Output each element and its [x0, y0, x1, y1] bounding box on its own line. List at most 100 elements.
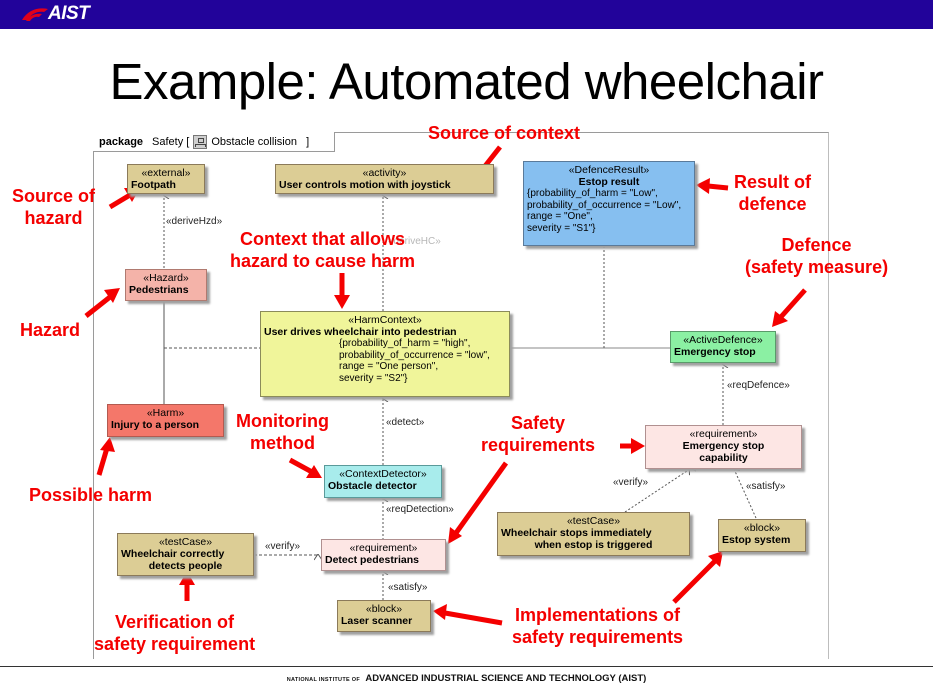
annotation-line: Defence [781, 235, 852, 255]
footer-org: ADVANCED INDUSTRIAL SCIENCE AND TECHNOLO… [365, 673, 647, 684]
block-name: Injury to a person [111, 419, 200, 431]
satisfy-right-connector [734, 469, 757, 519]
annotation-line: safety requirements [512, 627, 684, 647]
annotation-source-of-context: Source of context [428, 123, 581, 143]
stereotype: «Harm» [146, 407, 185, 419]
label-req-detection: «reqDetection» [386, 504, 454, 515]
annotation-line: requirements [481, 435, 596, 455]
stereotype: «Hazard» [143, 272, 189, 284]
diagram-frame-header: package Safety [ Obstacle collision ] [93, 132, 335, 152]
annotation-source-of-hazard: Source of hazard [12, 185, 95, 229]
block-properties: {probability_of_harm = "high", probabili… [264, 338, 506, 384]
property: {probability_of_harm = "Low", [527, 188, 658, 199]
annotation-line: safety requirement [94, 634, 256, 654]
open-bracket: [ [186, 135, 190, 148]
property: probability_of_occurrence = "Low", [527, 199, 682, 211]
block-footpath[interactable]: «external» Footpath [127, 164, 205, 194]
annotation-result-of-defence: Result of defence [734, 171, 811, 215]
arrow-source-of-hazard [108, 192, 132, 210]
block-name: User drives wheelchair into pedestrian [264, 326, 457, 338]
stereotype: «block» [743, 522, 781, 534]
label-detect: «detect» [386, 417, 425, 428]
block-emergency-stop[interactable]: «ActiveDefence» Emergency stop [670, 331, 776, 363]
package-name: Safety [152, 135, 184, 148]
annotation-safety-requirements: Safety requirements [481, 412, 595, 456]
property: severity = "S2"} [339, 372, 408, 384]
block-name: User controls motion with joystick [279, 179, 451, 191]
property: probability_of_occurrence = "low", [339, 349, 490, 361]
annotation-line: defence [738, 194, 807, 214]
annotation-line: Implementations of [515, 605, 681, 625]
block-name: Pedestrians [129, 284, 189, 296]
annotation-possible-harm: Possible harm [29, 485, 153, 505]
stereotype: «DefenceResult» [568, 164, 650, 176]
stereotype: «requirement» [689, 428, 758, 440]
annotation-hazard: Hazard [20, 320, 81, 340]
annotation-line: (safety measure) [745, 257, 889, 277]
block-injury[interactable]: «Harm» Injury to a person [107, 404, 224, 437]
annotation-line: Monitoring [236, 411, 329, 431]
arrow-hazard [84, 295, 112, 318]
stereotype: «ActiveDefence» [683, 334, 763, 346]
block-name-line1: Wheelchair correctly [121, 548, 225, 560]
annotation-context-harm: Context that allows hazard to cause harm [230, 228, 415, 272]
block-harm-context[interactable]: «HarmContext» User drives wheelchair int… [260, 311, 510, 397]
arrow-defence [778, 288, 807, 320]
block-test-estop[interactable]: «testCase» Wheelchair stops immediately … [497, 512, 690, 556]
block-estop-result[interactable]: «DefenceResult» Estop result {probabilit… [523, 161, 695, 246]
block-detect-pedestrians[interactable]: «requirement» Detect pedestrians [321, 539, 446, 571]
footer-prefix: NATIONAL INSTITUTE OF [286, 677, 361, 683]
stereotype: «testCase» [158, 536, 213, 548]
arrow-monitoring [288, 457, 314, 475]
stereotype: «testCase» [566, 515, 621, 527]
logo-text: AIST [48, 3, 90, 24]
close-bracket: ] [306, 135, 310, 148]
footer: NATIONAL INSTITUTE OF ADVANCED INDUSTRIA… [0, 673, 933, 684]
property: range = "One person", [339, 361, 439, 372]
block-user-controls-joystick[interactable]: «activity» User controls motion with joy… [275, 164, 494, 194]
stereotype: «requirement» [349, 542, 418, 554]
annotation-line: Verification of [115, 612, 235, 632]
annotation-defence: Defence (safety measure) [745, 234, 888, 278]
property: {probability_of_harm = "high", [339, 338, 471, 349]
annotation-line: Source of [12, 186, 96, 206]
block-name: Estop system [722, 534, 791, 546]
arrow-result-defence [707, 183, 729, 191]
property: range = "One", [527, 211, 593, 222]
block-name-line1: Wheelchair stops immediately [501, 527, 652, 539]
stereotype: «block» [365, 603, 403, 615]
block-pedestrians[interactable]: «Hazard» Pedestrians [125, 269, 207, 301]
block-obstacle-detector[interactable]: «ContextDetector» Obstacle detector [324, 465, 442, 498]
stereotype: «external» [141, 167, 191, 179]
annotation-implementations: Implementations of safety requirements [512, 604, 683, 648]
block-test-detect[interactable]: «testCase» Wheelchair correctly detects … [117, 533, 254, 576]
block-name-line1: Emergency stop [682, 440, 765, 452]
diagram-icon [193, 134, 208, 149]
block-estop-capability[interactable]: «requirement» Emergency stop capability [645, 425, 802, 469]
diagram-name: Obstacle collision [211, 135, 297, 148]
label-verify-right: «verify» [613, 477, 649, 488]
stereotype: «HarmContext» [348, 314, 422, 326]
label-req-defence: «reqDefence» [727, 380, 790, 391]
block-laser-scanner[interactable]: «block» Laser scanner [337, 600, 431, 632]
block-name: Estop result [578, 176, 640, 188]
annotation-line: hazard to cause harm [230, 251, 416, 271]
footer-divider [0, 666, 933, 667]
property: severity = "S1"} [527, 222, 596, 234]
slide-title: Example: Automated wheelchair [109, 53, 824, 110]
block-name: Detect pedestrians [325, 554, 419, 566]
block-name: Emergency stop [674, 346, 756, 358]
label-satisfy-right: «satisfy» [746, 481, 786, 492]
frame-keyword: package [99, 135, 144, 148]
annotation-line: Context that allows [240, 229, 406, 249]
annotation-arrows [84, 145, 807, 626]
arrow-impl-right [672, 558, 718, 604]
block-estop-system[interactable]: «block» Estop system [718, 519, 806, 552]
label-derive-hzd: «deriveHzd» [166, 216, 223, 227]
block-name: Obstacle detector [328, 480, 417, 492]
annotation-verification: Verification of safety requirement [94, 611, 255, 655]
block-properties: {probability_of_harm = "Low", probabilit… [527, 188, 691, 234]
annotation-monitoring: Monitoring method [236, 410, 329, 454]
stereotype: «activity» [362, 167, 407, 179]
